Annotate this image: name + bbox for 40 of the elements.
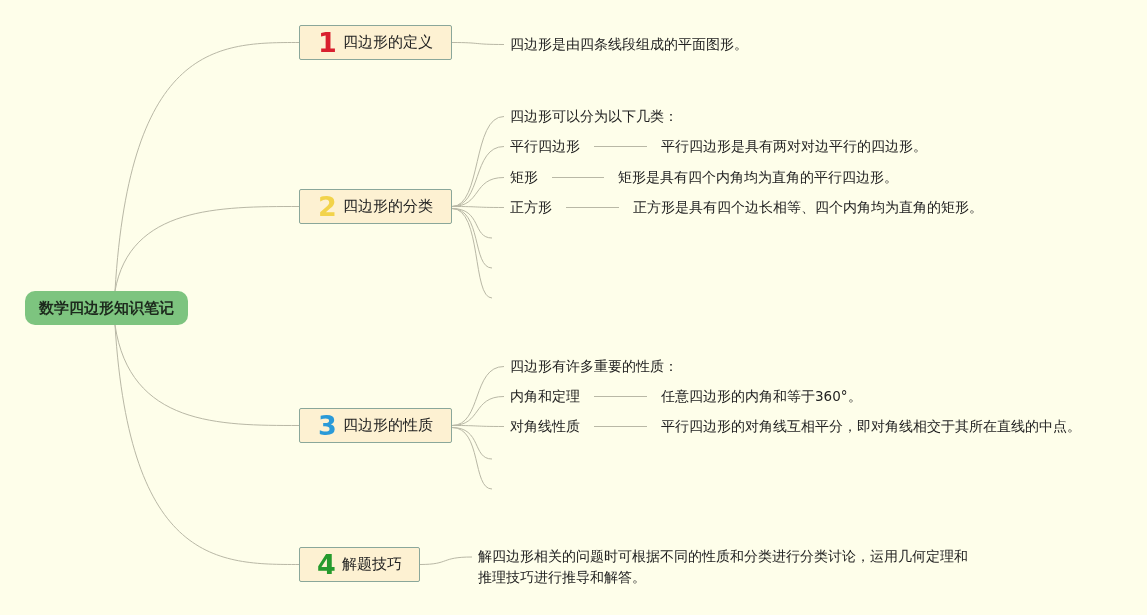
connector-line xyxy=(593,396,648,397)
branch-title: 解题技巧 xyxy=(341,554,402,574)
connector-line xyxy=(451,427,493,490)
branch-title: 四边形的性质 xyxy=(342,415,433,435)
branch-number: 3 xyxy=(318,411,337,439)
branch-number: 4 xyxy=(317,550,336,578)
note-text: 平行四边形的对角线互相平分，即对角线相交于其所在直线的中点。 xyxy=(661,415,1081,437)
connector-line xyxy=(419,556,473,565)
note-text: 对角线性质 xyxy=(510,415,580,437)
note-text: 四边形有许多重要的性质： xyxy=(510,355,678,377)
note-text: 四边形可以分为以下几类： xyxy=(510,105,678,127)
connector-line xyxy=(114,206,300,292)
branch-box xyxy=(299,546,420,582)
branch-box xyxy=(299,24,452,60)
connector-line xyxy=(451,208,493,299)
branch-title: 四边形的定义 xyxy=(342,32,433,52)
connector-line xyxy=(593,426,648,427)
branch-number: 2 xyxy=(318,192,337,220)
note-text: 平行四边形是具有两对对边平行的四边形。 xyxy=(661,135,927,157)
connector-line xyxy=(114,324,300,565)
connector-line xyxy=(593,146,648,147)
connector-line xyxy=(551,177,605,178)
connector-line xyxy=(565,207,620,208)
branch-box xyxy=(299,188,452,224)
note-text: 平行四边形 xyxy=(510,135,580,157)
note-text: 任意四边形的内角和等于360°。 xyxy=(661,385,862,407)
connector-line xyxy=(451,42,505,45)
branch-number: 1 xyxy=(318,28,337,56)
note-text: 正方形是具有四个边长相等、四个内角均为直角的矩形。 xyxy=(633,196,983,218)
connector-line xyxy=(451,116,505,207)
connector-line xyxy=(114,42,300,292)
note-text: 正方形 xyxy=(510,196,552,218)
note-text: 矩形是具有四个内角均为直角的平行四边形。 xyxy=(618,166,898,188)
branch-title: 四边形的分类 xyxy=(342,196,433,216)
branch-box xyxy=(299,407,452,443)
note-text: 内角和定理 xyxy=(510,385,580,407)
note-text: 解四边形相关的问题时可根据不同的性质和分类进行分类讨论，运用几何定理和推理技巧进行推导和解答。 xyxy=(478,546,973,588)
note-text: 四边形是由四条线段组成的平面图形。 xyxy=(510,33,748,55)
root-topic: 数学四边形知识笔记 xyxy=(25,291,188,325)
note-text: 矩形 xyxy=(510,166,538,188)
